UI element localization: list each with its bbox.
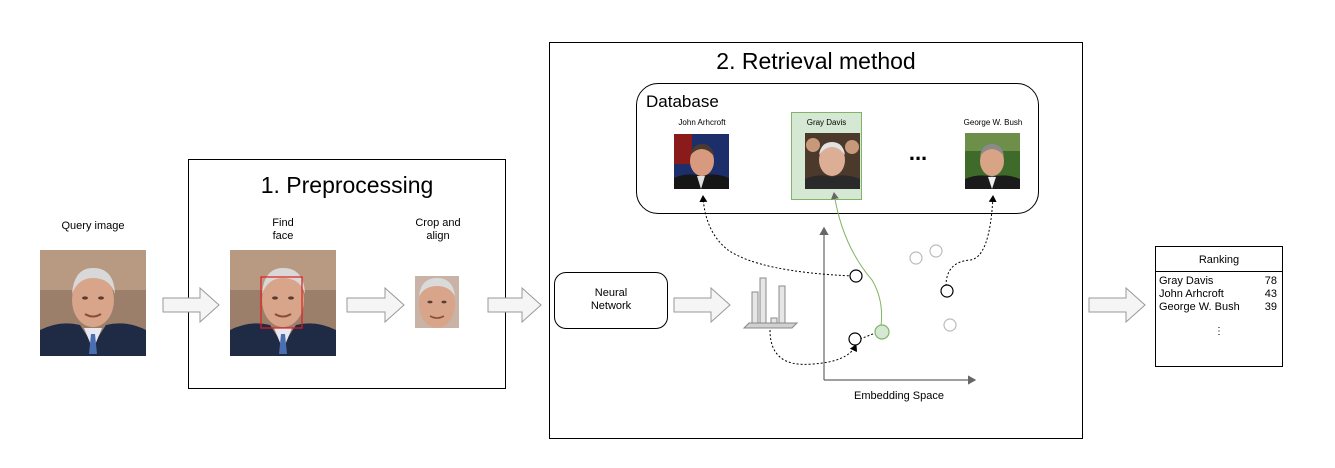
cropped-face-photo (415, 276, 459, 328)
neural-network-block (554, 272, 668, 329)
embedding-point-gray-davis (874, 324, 890, 340)
find-face-line2: face (272, 230, 294, 242)
embedding-point-query (848, 332, 862, 346)
ranking-header-divider (1155, 271, 1283, 272)
flow-arrow-network-to-vector (673, 286, 731, 324)
flow-arrow-retrieval-to-ranking (1088, 286, 1146, 324)
database-entry-john-arhcroft-name: John Arhcroft (678, 118, 726, 127)
find-face-photo (230, 250, 336, 356)
connector-point-to-john (699, 195, 854, 277)
find-face-line1: Find (272, 217, 294, 229)
flow-arrow-crop-to-network (487, 286, 542, 324)
ranking-score: 39 (1264, 301, 1277, 313)
flow-arrow-find-to-crop (346, 286, 405, 324)
database-ellipsis: ... (908, 140, 928, 165)
embedding-point-other (929, 244, 943, 258)
neural-network-line1: Neural (594, 287, 628, 299)
ranking-row: George W. Bush 39 (1159, 301, 1277, 313)
neural-network-line2: Network (590, 300, 632, 312)
ranking-rows: Gray Davis 78 John Arhcroft 43 George W.… (1155, 273, 1283, 317)
feature-vector-bars (742, 277, 799, 329)
ranking-score: 78 (1264, 275, 1277, 287)
ranking-row: Gray Davis 78 (1159, 275, 1277, 287)
crop-align-line2: align (426, 230, 450, 242)
find-face-label: Find face (240, 217, 326, 243)
database-title: Database (646, 92, 719, 111)
embedding-point-george-bush (940, 284, 954, 298)
embedding-axes (819, 226, 977, 385)
embedding-space-label: Embedding Space (854, 390, 944, 402)
retrieval-title: 2. Retrieval method (716, 48, 916, 74)
neural-network-label: Neural Network (554, 287, 668, 313)
ranking-more-indicator: ⋮ (1214, 326, 1224, 337)
connector-vector-to-query-point (769, 329, 858, 365)
query-face-photo (40, 250, 146, 356)
face-detection-box (260, 276, 303, 329)
preprocessing-title: 1. Preprocessing (260, 172, 434, 198)
ranking-row: John Arhcroft 43 (1159, 288, 1277, 300)
ranking-name: John Arhcroft (1159, 288, 1224, 300)
database-entry-gray-davis-name: Gray Davis (806, 118, 847, 127)
database-entry-john-arhcroft-photo (674, 134, 729, 189)
embedding-point-other (909, 251, 923, 265)
crop-align-label: Crop and align (400, 217, 476, 243)
query-image-label: Query image (61, 220, 125, 232)
ranking-name: George W. Bush (1159, 301, 1240, 313)
crop-align-line1: Crop and (415, 217, 461, 229)
database-entry-george-w-bush-photo (965, 133, 1020, 189)
embedding-point-john (849, 269, 863, 283)
flow-arrow-query-to-find (162, 286, 220, 324)
database-entry-gray-davis-photo (805, 133, 860, 189)
ranking-title: Ranking (1198, 254, 1240, 266)
database-entry-george-w-bush-name: George W. Bush (963, 118, 1023, 127)
ranking-score: 43 (1264, 288, 1277, 300)
ranking-table (1155, 246, 1283, 367)
embedding-point-other (943, 318, 957, 332)
ranking-name: Gray Davis (1159, 275, 1214, 287)
connector-point-to-gray-davis (830, 192, 883, 327)
connector-point-to-george-bush (945, 195, 997, 287)
